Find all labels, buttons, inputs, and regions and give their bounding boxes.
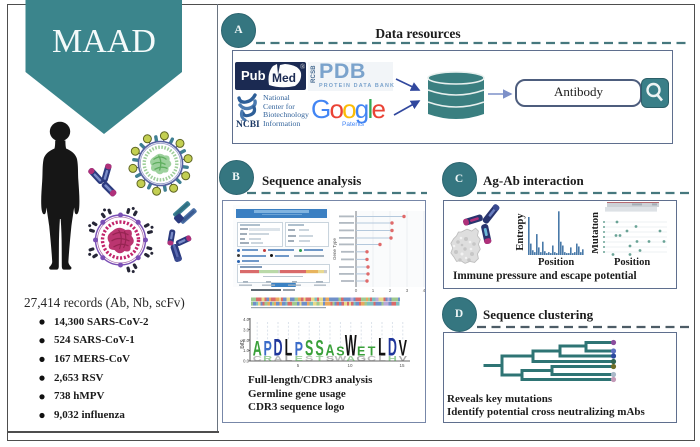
svg-text:0: 0 <box>355 288 358 293</box>
svg-text:4: 4 <box>423 288 425 293</box>
svg-text:E: E <box>295 355 303 363</box>
svg-text:3: 3 <box>406 288 409 293</box>
svg-text:L: L <box>285 355 293 363</box>
svg-text:A: A <box>273 355 283 363</box>
svg-text:P: P <box>295 339 303 360</box>
svg-text:V: V <box>399 336 407 361</box>
svg-text:10: 10 <box>347 363 353 368</box>
svg-text:2: 2 <box>389 288 392 293</box>
svg-text:S: S <box>315 336 323 361</box>
svg-text:4.0: 4.0 <box>243 317 249 322</box>
svg-text:G: G <box>356 355 366 363</box>
svg-text:Mutation: Mutation <box>592 212 601 254</box>
svg-text:MAAD: MAAD <box>52 23 156 60</box>
svg-text:S: S <box>336 345 344 359</box>
svg-text:S: S <box>305 355 313 363</box>
svg-text:A: A <box>346 355 356 363</box>
svg-text:Entropy: Entropy <box>516 213 526 251</box>
svg-text:P: P <box>263 336 271 360</box>
svg-text:0.0: 0.0 <box>243 359 249 364</box>
svg-text:bits: bits <box>240 339 246 348</box>
svg-text:5: 5 <box>297 363 300 368</box>
svg-text:Med: Med <box>272 71 296 85</box>
svg-text:2.0: 2.0 <box>243 338 249 343</box>
svg-text:3.0: 3.0 <box>243 328 249 333</box>
svg-text:15: 15 <box>399 363 405 368</box>
svg-text:S: S <box>305 336 313 361</box>
svg-text:E: E <box>357 345 365 359</box>
svg-text:L: L <box>378 334 386 362</box>
svg-text:C: C <box>253 355 263 363</box>
svg-text:C: C <box>367 355 377 363</box>
svg-text:S: S <box>326 355 334 363</box>
svg-text:1.0: 1.0 <box>243 348 249 353</box>
svg-text:T: T <box>368 345 376 359</box>
svg-text:D: D <box>388 334 397 362</box>
svg-text:Gene Type: Gene Type <box>333 238 337 260</box>
svg-text:L: L <box>378 355 386 363</box>
svg-text:A: A <box>325 341 334 359</box>
svg-text:A: A <box>253 336 262 360</box>
svg-text:D: D <box>273 336 282 362</box>
svg-text:1: 1 <box>372 288 375 293</box>
svg-text:V: V <box>399 355 407 363</box>
svg-text:W: W <box>345 330 357 362</box>
svg-text:H: H <box>388 355 397 363</box>
svg-text:T: T <box>316 355 324 363</box>
svg-text:W: W <box>335 355 347 363</box>
svg-text:R: R <box>263 355 273 363</box>
svg-text:L: L <box>285 336 293 362</box>
